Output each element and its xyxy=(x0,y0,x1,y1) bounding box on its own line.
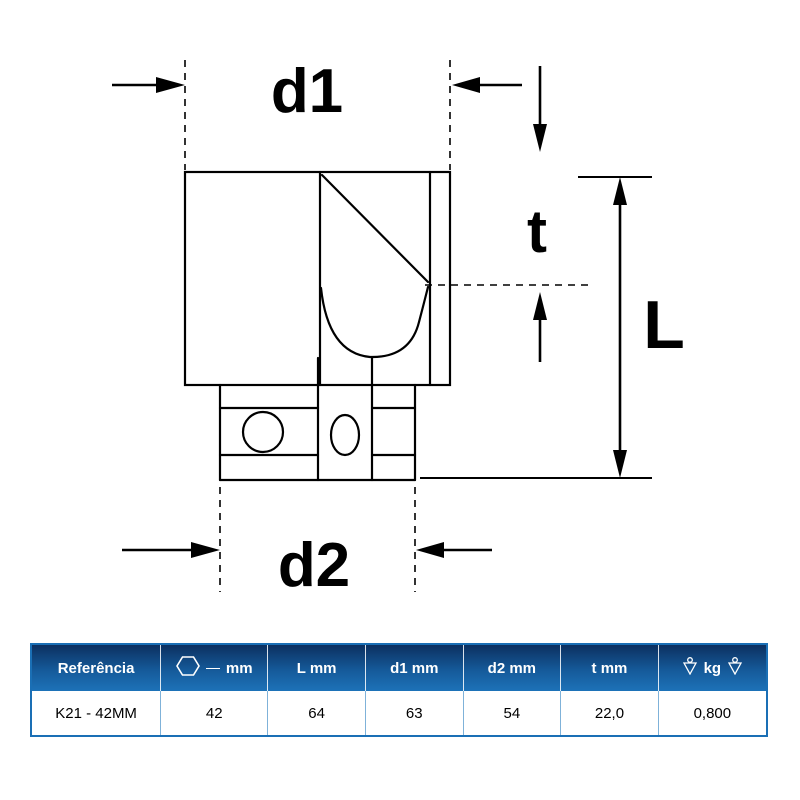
t-dimension: t xyxy=(527,66,547,362)
cell-t: 22,0 xyxy=(561,691,659,735)
header-weight: kg xyxy=(659,645,766,691)
socket-outline xyxy=(183,170,452,482)
l-dimension: L xyxy=(420,176,685,479)
ball-detent-hole xyxy=(241,410,285,454)
l-label: L xyxy=(643,287,685,363)
socket-technical-drawing: d1 t L xyxy=(112,57,685,600)
header-hex-size: mm xyxy=(161,645,269,691)
extension-lines xyxy=(184,60,592,592)
cell-weight: 0,800 xyxy=(693,704,732,722)
cell-d1: 63 xyxy=(366,691,464,735)
hexagon-icon xyxy=(175,655,200,681)
d2-dimension: d2 xyxy=(122,531,492,600)
specification-table: Referência mm L mm d1 mm d2 mm xyxy=(30,643,768,737)
d2-label: d2 xyxy=(278,531,350,600)
pin-hole xyxy=(329,413,361,457)
d1-dimension: d1 xyxy=(112,57,522,126)
cell-d2: 54 xyxy=(464,691,562,735)
scale-icon xyxy=(727,657,743,679)
cell-reference: K21 - 42MM xyxy=(32,691,162,735)
header-length: L mm xyxy=(268,645,366,691)
d1-label: d1 xyxy=(271,57,343,126)
cell-hex-size: 42 xyxy=(161,691,269,735)
header-d1: d1 mm xyxy=(366,645,464,691)
cell-length: 64 xyxy=(268,691,366,735)
header-d2: d2 mm xyxy=(464,645,562,691)
t-label: t xyxy=(527,198,547,265)
dimension-line xyxy=(205,667,220,669)
header-t: t mm xyxy=(561,645,659,691)
table-data-row: K21 - 42MM 42 64 63 54 22,0 0,800 xyxy=(32,691,766,735)
table-header-row: Referência mm L mm d1 mm d2 mm xyxy=(32,645,766,691)
header-reference: Referência xyxy=(32,645,162,691)
scale-icon xyxy=(682,657,698,679)
